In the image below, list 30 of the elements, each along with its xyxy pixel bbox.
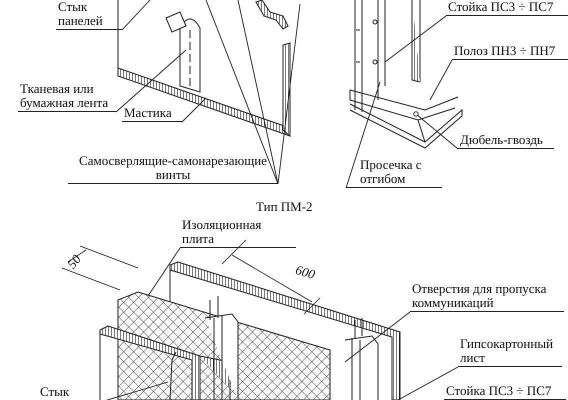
callout-label: Полоз ПН3 ÷ ПН7 [452,44,568,60]
callout-label: Просечка с отгибом [346,158,442,188]
leader-line [116,50,186,112]
leader-line [344,312,410,362]
section-title: Тип ПМ-2 [256,200,313,214]
leader-line [398,366,458,400]
callout-label: Дюбель-гвоздь [458,133,554,149]
leader-line [206,0,278,184]
callout-label: Стык [38,385,104,400]
leader-line [384,16,446,62]
callout-label: Гипсокартонный лист [458,337,562,367]
callout-label: Стойка ПС3 ÷ ПС7 [446,0,568,16]
leader-line [122,0,150,30]
callout-label: Самосверлящие-самонарезающие винты [68,154,278,184]
callout-label: Изоляционная плита [180,218,296,248]
callout-label: Тканевая или бумажная лента [18,82,116,112]
callout-label: Отверстия для пропуска коммуникаций [410,282,564,312]
leader-line [346,82,380,188]
leader-line [278,4,300,184]
leader-line [148,248,180,296]
dimension-label: 600 [294,262,317,283]
leader-line [238,0,278,184]
dimension-label: 50 [64,252,85,272]
callout-label: Стойка ПС3 ÷ ПС7 [444,384,566,400]
leader-line [182,98,206,122]
callout-label: Стык панелей [56,0,122,30]
callout-label: Мастика [122,106,182,122]
leader-line [104,382,168,400]
leader-line [430,60,452,100]
leader-line [413,111,458,150]
